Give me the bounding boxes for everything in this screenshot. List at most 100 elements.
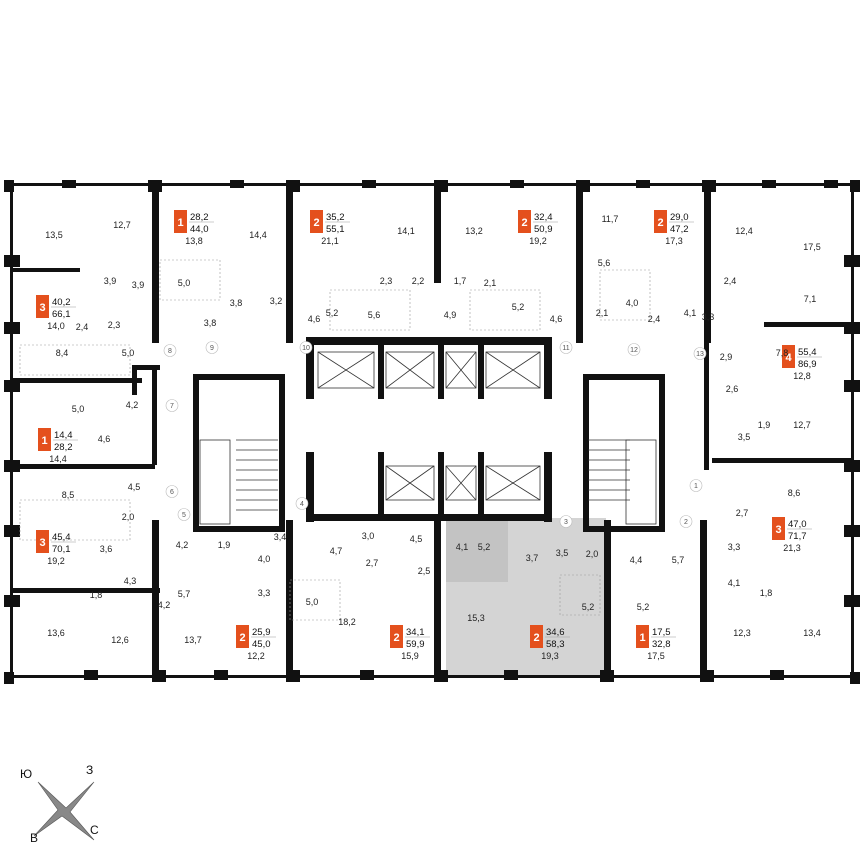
rooms-count-box (518, 210, 531, 233)
room-area-label: 2,0 (122, 512, 135, 522)
room-area-label: 7,1 (804, 294, 817, 304)
stairs (199, 439, 657, 525)
room-area-label: 5,0 (122, 348, 135, 358)
room-area-label: 2,4 (76, 322, 89, 332)
room-area-label: 14,4 (249, 230, 267, 240)
total-area: 32,8 (652, 639, 671, 650)
entrance-number: 13 (696, 351, 704, 358)
entrance-number: 6 (170, 489, 174, 496)
rooms-count: 3 (39, 302, 45, 314)
room-area-label: 4,4 (630, 555, 643, 565)
room-area: 15,9 (401, 651, 419, 661)
room-area-label: 2,4 (724, 276, 737, 286)
room-area-label: 4,1 (728, 578, 741, 588)
compass-west: В (30, 831, 38, 845)
room-area-label: 2,0 (586, 549, 599, 559)
room-area-label: 2,1 (596, 308, 609, 318)
room-area-label: 13,5 (45, 230, 63, 240)
total-area: 58,3 (546, 639, 565, 650)
living-area: 40,2 (52, 297, 71, 308)
room-area-label: 1,8 (760, 588, 773, 598)
room-area-label: 2,2 (412, 276, 425, 286)
living-area: 55,4 (798, 347, 817, 358)
rooms-count-box (782, 345, 795, 368)
room-area-label: 4,2 (126, 400, 139, 410)
room-area-label: 2,7 (366, 558, 379, 568)
rooms-count-box (772, 517, 785, 540)
room-area-label: 3,8 (204, 318, 217, 328)
total-area: 71,7 (788, 531, 807, 542)
room-area-label: 4,7 (330, 546, 343, 556)
living-area: 35,2 (326, 212, 345, 223)
rooms-count-box (38, 428, 51, 451)
room-area: 12,2 (247, 651, 265, 661)
living-area: 28,2 (190, 212, 209, 223)
room-area-label: 3,5 (556, 548, 569, 558)
room-area-label: 12,7 (793, 420, 811, 430)
entrance-number: 1 (694, 483, 698, 490)
room-area: 21,1 (321, 236, 339, 246)
total-area: 44,0 (190, 224, 209, 235)
entrance-number: 8 (168, 348, 172, 355)
room-area-label: 5,7 (178, 589, 191, 599)
room-area-label: 4,9 (444, 310, 457, 320)
room-area-label: 8,5 (62, 490, 75, 500)
room-area-label: 3,2 (270, 296, 283, 306)
room-area-label: 3,4 (274, 532, 287, 542)
room-area: 21,3 (783, 543, 801, 553)
room-area-label: 8,6 (788, 488, 801, 498)
entrance-number: 10 (302, 345, 310, 352)
room-area-label: 1,7 (454, 276, 467, 286)
room-area-label: 1,8 (90, 590, 103, 600)
room-area-label: 5,2 (637, 602, 650, 612)
room-area-label: 13,6 (47, 628, 65, 638)
room-area-label: 4,2 (176, 540, 189, 550)
room-area-label: 18,2 (338, 617, 356, 627)
rooms-count-box (390, 625, 403, 648)
rooms-count-box (36, 295, 49, 318)
room-area-label: 3,6 (100, 544, 113, 554)
room-area: 14,4 (49, 454, 67, 464)
living-area: 17,5 (652, 627, 671, 638)
living-area: 29,0 (670, 212, 689, 223)
rooms-count-box (36, 530, 49, 553)
rooms-count: 3 (775, 524, 781, 536)
room-area-label: 14,1 (397, 226, 415, 236)
room-area-label: 3,7 (526, 553, 539, 563)
room-area-label: 2,1 (484, 278, 497, 288)
living-area: 14,4 (54, 430, 73, 441)
room-area-label: 3,8 (230, 298, 243, 308)
rooms-count: 2 (239, 632, 245, 644)
room-area-label: 5,0 (306, 597, 319, 607)
room-area-label: 5,0 (72, 404, 85, 414)
compass: Ю З С В (20, 763, 99, 845)
room-area-label: 5,0 (178, 278, 191, 288)
room-area-label: 4,0 (626, 298, 639, 308)
room-area-label: 12,7 (113, 220, 131, 230)
room-area-label: 3,5 (738, 432, 751, 442)
living-area: 25,9 (252, 627, 271, 638)
room-area-label: 5,2 (478, 542, 491, 552)
rooms-count: 2 (393, 632, 399, 644)
total-area: 47,2 (670, 224, 689, 235)
total-area: 66,1 (52, 309, 71, 320)
room-area-label: 3,3 (258, 588, 271, 598)
entrance-number: 4 (300, 501, 304, 508)
room-area-label: 12,3 (733, 628, 751, 638)
rooms-count: 4 (785, 352, 792, 364)
total-area: 50,9 (534, 224, 553, 235)
